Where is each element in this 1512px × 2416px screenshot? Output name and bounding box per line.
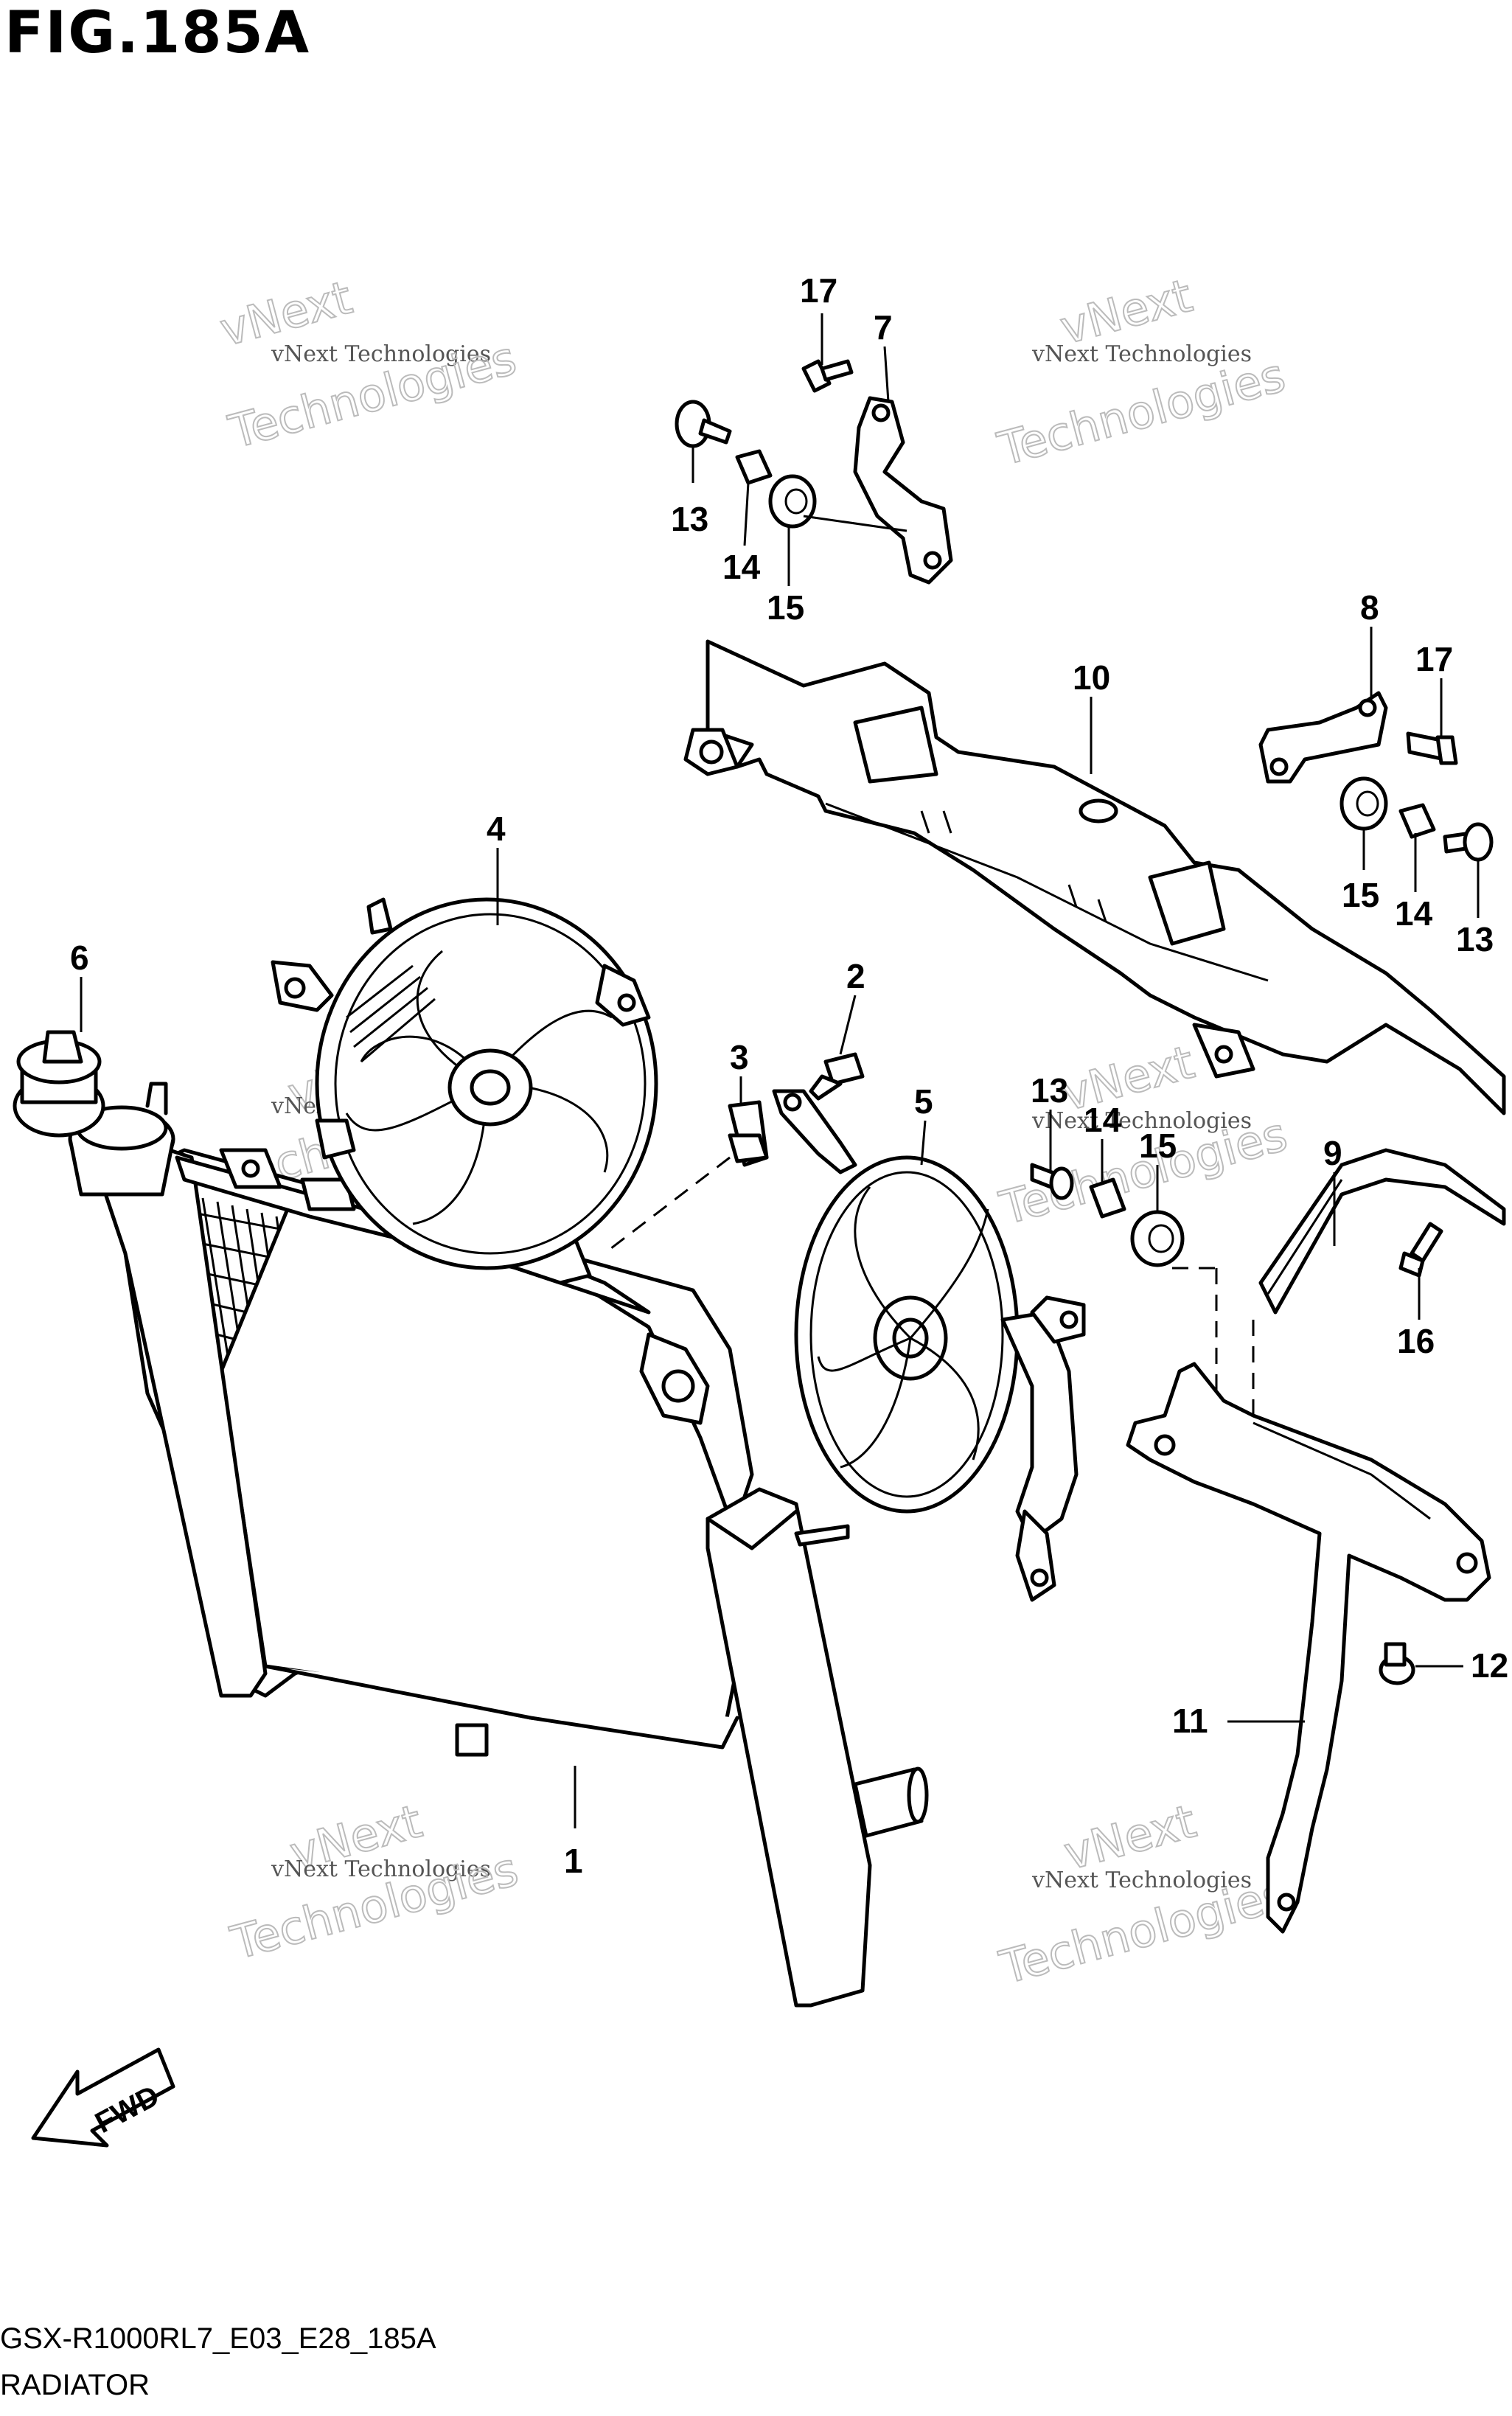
callout-17-right: 17: [1415, 640, 1453, 678]
watermark-bottom-right: vNext vNext Technologies Technologies: [994, 1793, 1294, 1995]
callout-15-top: 15: [767, 588, 804, 627]
lower-support-bracket: [1126, 1362, 1491, 1934]
callout-2: 2: [846, 957, 865, 995]
model-code: GSX-R1000RL7_E03_E28_185A: [0, 2322, 436, 2355]
damper-strip: [1258, 1148, 1506, 1315]
svg-text:vNext Technologies: vNext Technologies: [1031, 1867, 1252, 1893]
upper-bracket-7: [853, 396, 953, 585]
callout-1: 1: [564, 1842, 583, 1880]
radiator-core: [68, 1082, 929, 2008]
svg-text:vNext Technologies: vNext Technologies: [1031, 1108, 1252, 1134]
callout-4: 4: [487, 810, 506, 848]
watermark-bottom-left: vNext vNext Technologies Technologies: [225, 1793, 525, 1971]
bolt-13-top: [675, 400, 732, 448]
callout-3: 3: [730, 1038, 749, 1076]
svg-text:Technologies: Technologies: [992, 348, 1291, 476]
bolt-16: [1398, 1222, 1443, 1278]
collar-14-right: [1398, 803, 1436, 839]
grommet-15-top: [768, 474, 817, 529]
svg-text:vNext Technologies: vNext Technologies: [271, 341, 491, 367]
grommet-15-right: [1339, 776, 1388, 831]
callout-14-mid: 14: [1084, 1101, 1122, 1139]
svg-text:vNext Technologies: vNext Technologies: [271, 1856, 491, 1882]
left-cooling-fan: [271, 897, 658, 1270]
watermark-top-right: vNext vNext Technologies Technologies: [992, 268, 1292, 477]
callout-8: 8: [1360, 588, 1379, 627]
callout-13-right: 13: [1456, 920, 1494, 958]
bolt-17-right: [1406, 731, 1458, 765]
nut-12: [1379, 1642, 1415, 1685]
fwd-arrow-icon: FWD: [31, 2047, 175, 2148]
grommet-15-mid: [1130, 1210, 1185, 1267]
svg-text:vNext Technologies: vNext Technologies: [1031, 341, 1252, 367]
bolt-2: [809, 1052, 865, 1101]
collar-14-top: [735, 449, 773, 485]
callout-5: 5: [914, 1082, 933, 1121]
callout-11: 11: [1172, 1702, 1208, 1740]
radiator-cap: [13, 1030, 105, 1138]
figure-title: FIG.185A: [4, 0, 311, 66]
callout-12: 12: [1471, 1646, 1508, 1685]
diagram-name: RADIATOR: [0, 2369, 150, 2401]
callout-15-right: 15: [1342, 876, 1379, 914]
callout-7: 7: [874, 308, 893, 347]
callout-16: 16: [1397, 1322, 1435, 1360]
clip-3: [728, 1100, 769, 1167]
callout-17-top: 17: [800, 271, 837, 310]
upper-bracket-8: [1258, 691, 1388, 784]
callout-14-right: 14: [1395, 894, 1433, 933]
callout-6: 6: [70, 939, 89, 977]
bolt-17-top: [801, 359, 854, 393]
right-cooling-fan: [772, 1089, 1086, 1602]
radiator-cover: [683, 639, 1506, 1115]
callout-10: 10: [1073, 658, 1110, 697]
bolt-13-mid: [1030, 1163, 1074, 1200]
leader-lines: [80, 313, 1480, 1828]
callout-9: 9: [1323, 1134, 1342, 1172]
collar-14-mid: [1089, 1177, 1126, 1219]
callout-15-mid: 15: [1139, 1127, 1177, 1165]
watermark-top-left: vNext vNext Technologies Technologies: [214, 270, 523, 460]
callout-14-top: 14: [722, 548, 761, 586]
callout-13-top: 13: [671, 500, 708, 538]
callout-13-mid: 13: [1031, 1071, 1068, 1110]
callout-labels: 17 7 13 14 15 8 17 10 15 14 13 4 6 2 3 5…: [70, 271, 1508, 1880]
bolt-13-right: [1443, 822, 1494, 862]
